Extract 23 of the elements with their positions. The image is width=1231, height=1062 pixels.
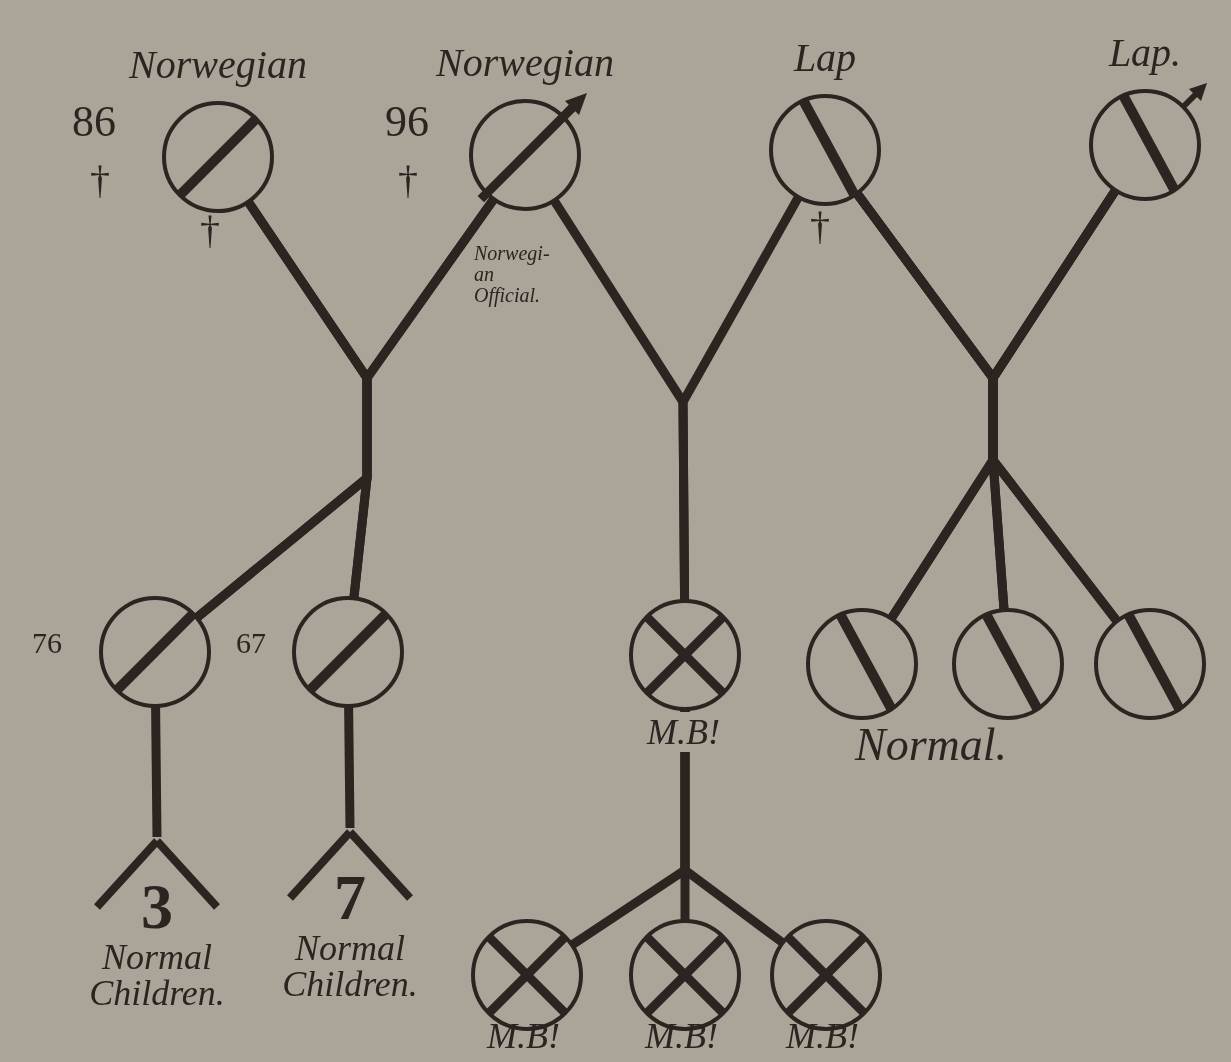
descent-line [680, 709, 786, 947]
descent-line [349, 196, 498, 599]
annotation-text: 67 [236, 628, 266, 658]
group-caption: Normal Children. [281, 930, 419, 1002]
annotation-text: † [810, 206, 830, 246]
descent-line [151, 705, 162, 838]
annotation-text: † [200, 210, 220, 250]
ancestry-heading: Lap. [1107, 29, 1183, 77]
descent-line [678, 194, 803, 602]
annotation-text: 86 [72, 100, 116, 144]
annotation-text: 96 [385, 100, 429, 144]
annotation-text: 76 [32, 628, 62, 658]
annotation-text: † [398, 160, 418, 200]
group-caption: Normal Children. [88, 939, 226, 1011]
descent-line [344, 705, 355, 829]
occupation-note: Norwegi- an Official. [474, 243, 551, 306]
ancestry-heading: Lap [792, 34, 858, 82]
ancestry-heading: Norwegian [127, 41, 308, 89]
group-label: Normal. [855, 722, 1008, 768]
annotation-text: † [90, 160, 110, 200]
child-count: 3 [141, 875, 173, 939]
child-count: 7 [334, 866, 366, 930]
ancestry-heading: Norwegian [434, 39, 615, 87]
